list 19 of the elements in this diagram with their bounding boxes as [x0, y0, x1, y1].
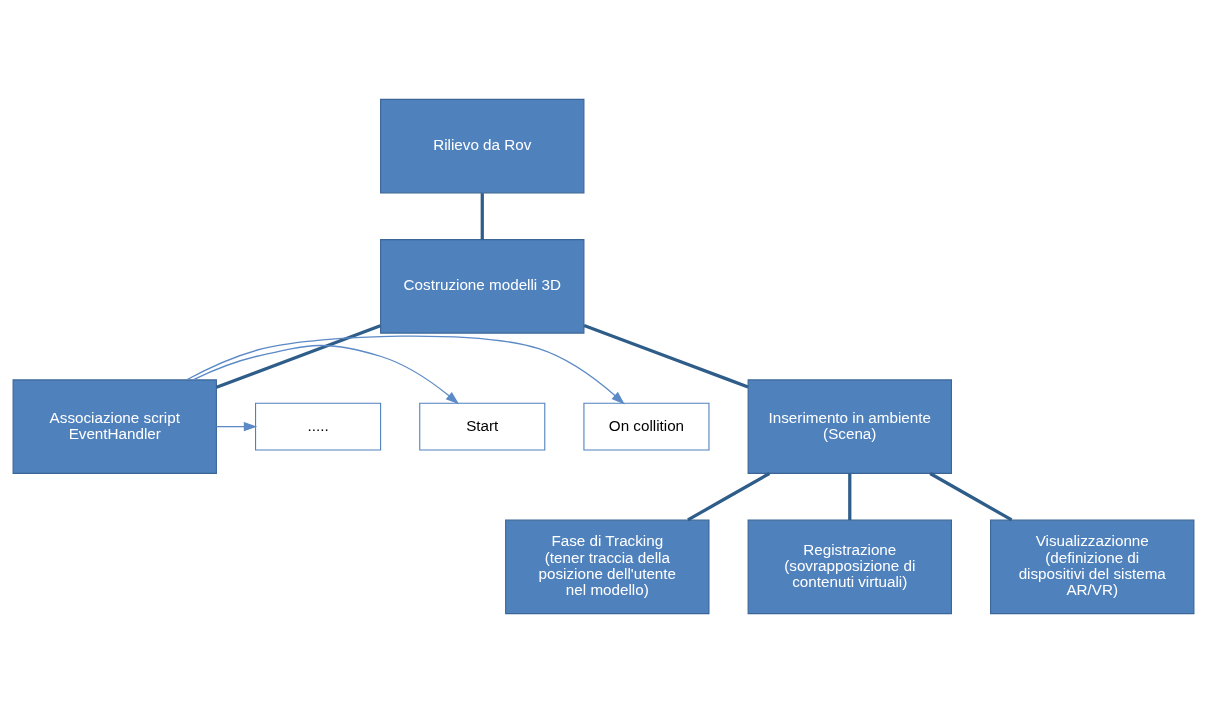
connector — [583, 323, 749, 389]
connector — [848, 473, 852, 520]
node-box: Associazione script EventHandler — [12, 378, 217, 474]
connector — [929, 471, 1013, 521]
connector — [687, 471, 771, 521]
arrow — [186, 334, 625, 404]
node-box: Rilievo da Rov — [380, 98, 585, 193]
arrow — [215, 421, 258, 431]
node-box: On collition — [583, 402, 710, 451]
node-box: ..... — [255, 402, 382, 451]
node-box: Visualizzazionne (definizione di dispositivi del sistema AR/VR) — [990, 519, 1195, 614]
node-box: Inserimento in ambiente (Scena) — [747, 378, 952, 474]
node-box: Registrazione (sovrapposizione di contenuti virtuali) — [747, 519, 952, 614]
node-box: Start — [419, 402, 546, 451]
connector — [215, 323, 381, 389]
node-box: Fase di Tracking (tener traccia della posizione dell'utente nel modello) — [505, 519, 710, 614]
node-box: Costruzione modelli 3D — [380, 238, 585, 334]
arrow — [192, 344, 460, 404]
connector — [480, 192, 484, 239]
